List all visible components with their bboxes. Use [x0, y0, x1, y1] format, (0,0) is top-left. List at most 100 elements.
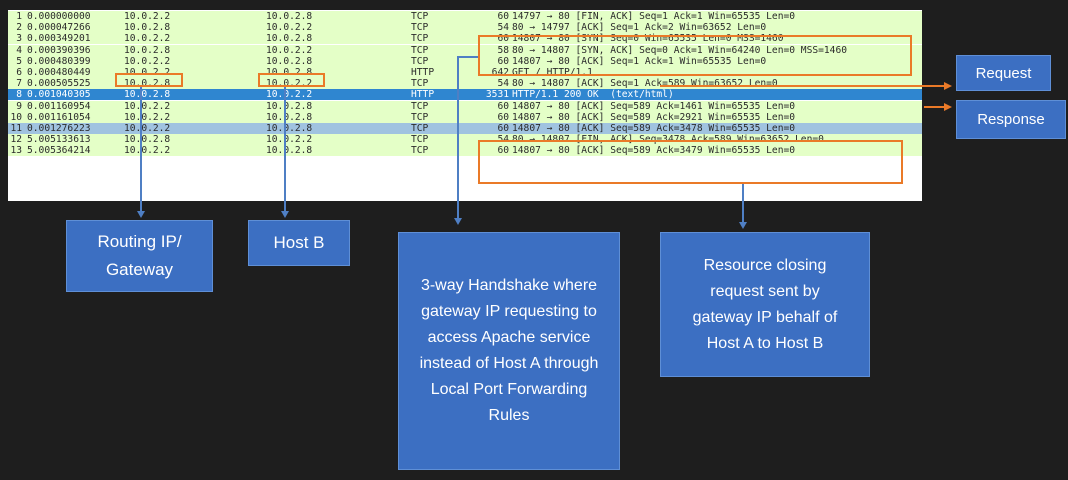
- packet-number: 6: [16, 67, 22, 78]
- packet-info: 14807 → 80 [ACK] Seq=589 Ack=3479 Win=65…: [512, 145, 796, 157]
- routing-ip-connector: [140, 87, 142, 211]
- routing-ip-label-line2: Gateway: [105, 260, 174, 279]
- packet-info: 14807 → 80 [ACK] Seq=1 Ack=1 Win=65535 L…: [512, 55, 767, 67]
- packet-time: 0.000390396: [27, 44, 91, 56]
- packet-number: 10: [10, 111, 22, 123]
- packet-time: 0.000047266: [27, 22, 91, 34]
- packet-destination: 10.0.2.8: [266, 145, 313, 157]
- packet-protocol: TCP: [411, 145, 429, 157]
- packet-length: 3531: [485, 89, 509, 101]
- packet-protocol: TCP: [411, 111, 429, 123]
- packet-protocol: TCP: [411, 134, 429, 146]
- packet-destination: 10.0.2.8: [266, 100, 313, 112]
- packet-time: 0.001161054: [27, 111, 91, 123]
- packet-source: 10.0.2.2: [124, 55, 171, 67]
- host-b-connector: [284, 87, 286, 211]
- packet-info: 14807 → 80 [ACK] Seq=589 Ack=2921 Win=65…: [512, 111, 796, 123]
- packet-length: 642: [491, 67, 509, 78]
- packet-info: 14807 → 80 [ACK] Seq=589 Ack=1461 Win=65…: [512, 100, 796, 112]
- response-label: Response: [956, 100, 1066, 139]
- packet-time: 0.000505525: [27, 78, 91, 90]
- packet-protocol: TCP: [411, 100, 429, 112]
- packet-destination: 10.0.2.2: [266, 134, 313, 146]
- packet-number: 11: [10, 123, 22, 134]
- packet-info: 80 → 14807 [ACK] Seq=1 Ack=589 Win=63652…: [512, 78, 778, 90]
- packet-destination: 10.0.2.2: [266, 89, 313, 101]
- packet-source: 10.0.2.8: [124, 78, 171, 90]
- packet-length: 60: [497, 33, 509, 45]
- packet-number: 5: [16, 55, 22, 67]
- response-arrow-line-2: [924, 106, 946, 108]
- packet-destination: 10.0.2.2: [266, 22, 313, 34]
- packet-source: 10.0.2.2: [124, 123, 171, 134]
- packet-info: HTTP/1.1 200 OK (text/html): [512, 89, 674, 101]
- packet-protocol: TCP: [411, 33, 429, 45]
- packet-source: 10.0.2.2: [124, 67, 171, 78]
- destination-ip-highlight: [258, 73, 325, 87]
- packet-length: 60: [497, 11, 509, 22]
- handshake-connector: [457, 57, 459, 218]
- packet-number: 8: [16, 89, 22, 101]
- packet-source: 10.0.2.8: [124, 134, 171, 146]
- packet-info: 80 → 14807 [FIN, ACK] Seq=3478 Ack=589 W…: [512, 134, 824, 146]
- packet-info: 80 → 14797 [ACK] Seq=1 Ack=2 Win=63652 L…: [512, 22, 767, 34]
- packet-info: 14797 → 80 [FIN, ACK] Seq=1 Ack=1 Win=65…: [512, 11, 796, 22]
- packet-time: 0.000480449: [27, 67, 91, 78]
- packet-source: 10.0.2.8: [124, 22, 171, 34]
- packet-destination: 10.0.2.8: [266, 67, 313, 78]
- packet-length: 54: [497, 134, 509, 146]
- packet-time: 0.001276223: [27, 123, 91, 134]
- closing-connector-head: [739, 222, 747, 229]
- packet-protocol: TCP: [411, 11, 429, 22]
- packet-length: 54: [497, 78, 509, 90]
- response-arrow-head: [944, 103, 952, 111]
- packet-length: 60: [497, 100, 509, 112]
- packet-info: 14807 → 80 [SYN] Seq=0 Win=65535 Len=0 M…: [512, 33, 784, 45]
- packet-number: 3: [16, 33, 22, 45]
- host-b-label: Host B: [248, 220, 350, 266]
- packet-time: 0.000000000: [27, 11, 91, 22]
- routing-ip-label: Routing IP/ Gateway: [66, 220, 213, 292]
- packet-protocol: TCP: [411, 123, 429, 134]
- packet-destination: 10.0.2.8: [266, 11, 313, 22]
- routing-ip-connector-head: [137, 211, 145, 218]
- packet-info: 80 → 14807 [SYN, ACK] Seq=0 Ack=1 Win=64…: [512, 44, 848, 56]
- packet-number: 2: [16, 22, 22, 34]
- closing-connector: [742, 184, 744, 222]
- packet-protocol: HTTP: [411, 89, 435, 101]
- packet-number: 1: [16, 11, 22, 22]
- packet-protocol: HTTP: [411, 67, 435, 78]
- packet-time: 0.000349201: [27, 33, 91, 45]
- packet-source: 10.0.2.2: [124, 11, 171, 22]
- packet-source: 10.0.2.8: [124, 89, 171, 101]
- handshake-label: 3-way Handshake where gateway IP request…: [398, 232, 620, 470]
- packet-protocol: TCP: [411, 55, 429, 67]
- packet-time: 5.005133613: [27, 134, 91, 146]
- packet-info: 14807 → 80 [ACK] Seq=589 Ack=3478 Win=65…: [512, 123, 796, 134]
- packet-protocol: TCP: [411, 22, 429, 34]
- packet-length: 60: [497, 111, 509, 123]
- packet-destination: 10.0.2.2: [266, 78, 313, 90]
- packet-number: 12: [10, 134, 22, 146]
- routing-ip-label-line1: Routing IP/: [97, 232, 182, 251]
- packet-source: 10.0.2.2: [124, 100, 171, 112]
- packet-destination: 10.0.2.8: [266, 123, 313, 134]
- request-arrow-line: [660, 85, 946, 87]
- source-ip-highlight: [115, 73, 183, 87]
- handshake-highlight: [478, 35, 912, 76]
- packet-time: 0.000480399: [27, 55, 91, 67]
- packet-time: 5.005364214: [27, 145, 91, 157]
